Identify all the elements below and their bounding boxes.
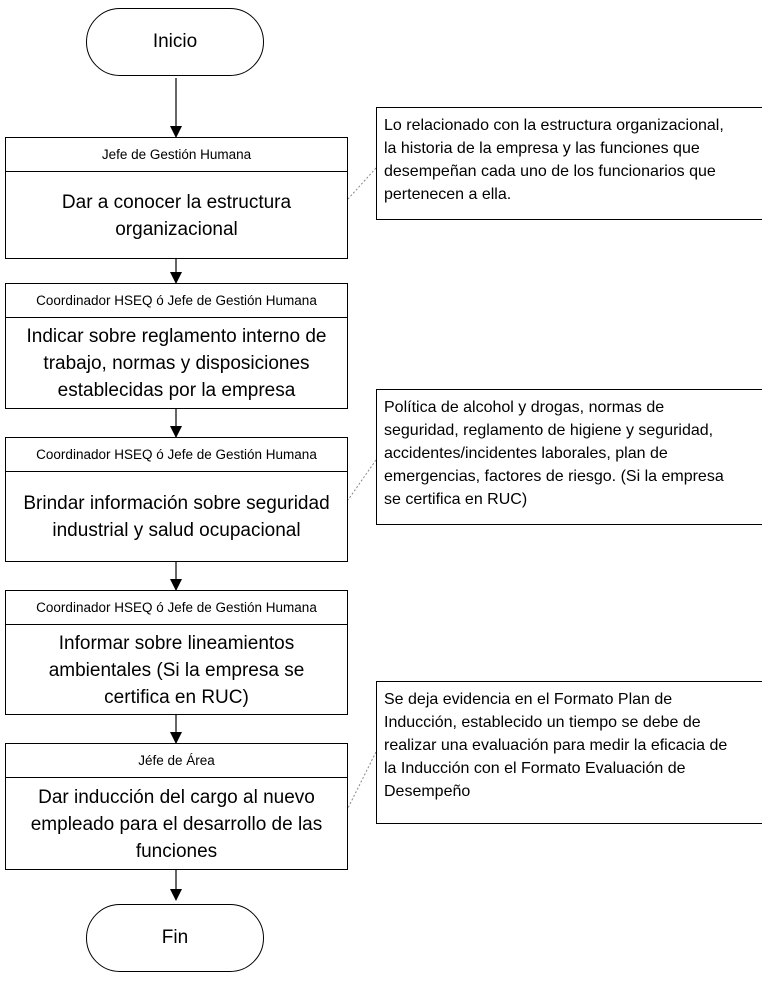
end-label: Fin bbox=[161, 927, 189, 948]
step-5-action: Dar inducción del cargo al nuevo emplead… bbox=[30, 786, 323, 862]
step-3-action: Brindar información sobre seguridad indu… bbox=[23, 493, 330, 541]
step-1-role: Jefe de Gestión Humana bbox=[6, 138, 347, 172]
process-step-2: Coordinador HSEQ ó Jefe de Gestión Human… bbox=[5, 283, 348, 409]
annotation-note-3: Se deja evidencia en el Formato Plan de … bbox=[376, 681, 762, 824]
step-1-action: Dar a conocer la estructura organizacion… bbox=[61, 191, 292, 240]
step-3-role: Coordinador HSEQ ó Jefe de Gestión Human… bbox=[6, 438, 347, 472]
process-step-4: Coordinador HSEQ ó Jefe de Gestión Human… bbox=[5, 590, 348, 715]
step-2-role: Coordinador HSEQ ó Jefe de Gestión Human… bbox=[6, 284, 347, 318]
start-label: Inicio bbox=[152, 31, 198, 52]
start-terminal: Inicio bbox=[86, 8, 264, 76]
step-4-role: Coordinador HSEQ ó Jefe de Gestión Human… bbox=[6, 591, 347, 625]
end-terminal: Fin bbox=[86, 904, 264, 972]
annotation-note-2: Política de alcohol y drogas, normas de … bbox=[376, 389, 762, 525]
step-2-action: Indicar sobre reglamento interno de trab… bbox=[26, 326, 327, 401]
note-3-connector bbox=[347, 751, 377, 809]
process-step-1: Jefe de Gestión Humana Dar a conocer la … bbox=[5, 137, 348, 259]
step-5-role: Jéfe de Área bbox=[6, 744, 347, 778]
process-step-5: Jéfe de Área Dar inducción del cargo al … bbox=[5, 743, 348, 870]
step-4-action: Informar sobre lineamientos ambientales … bbox=[48, 632, 305, 708]
process-step-3: Coordinador HSEQ ó Jefe de Gestión Human… bbox=[5, 437, 348, 562]
annotation-note-1: Lo relacionado con la estructura organiz… bbox=[376, 107, 762, 220]
note-1-connector bbox=[347, 167, 377, 200]
note-2-connector bbox=[347, 459, 377, 501]
